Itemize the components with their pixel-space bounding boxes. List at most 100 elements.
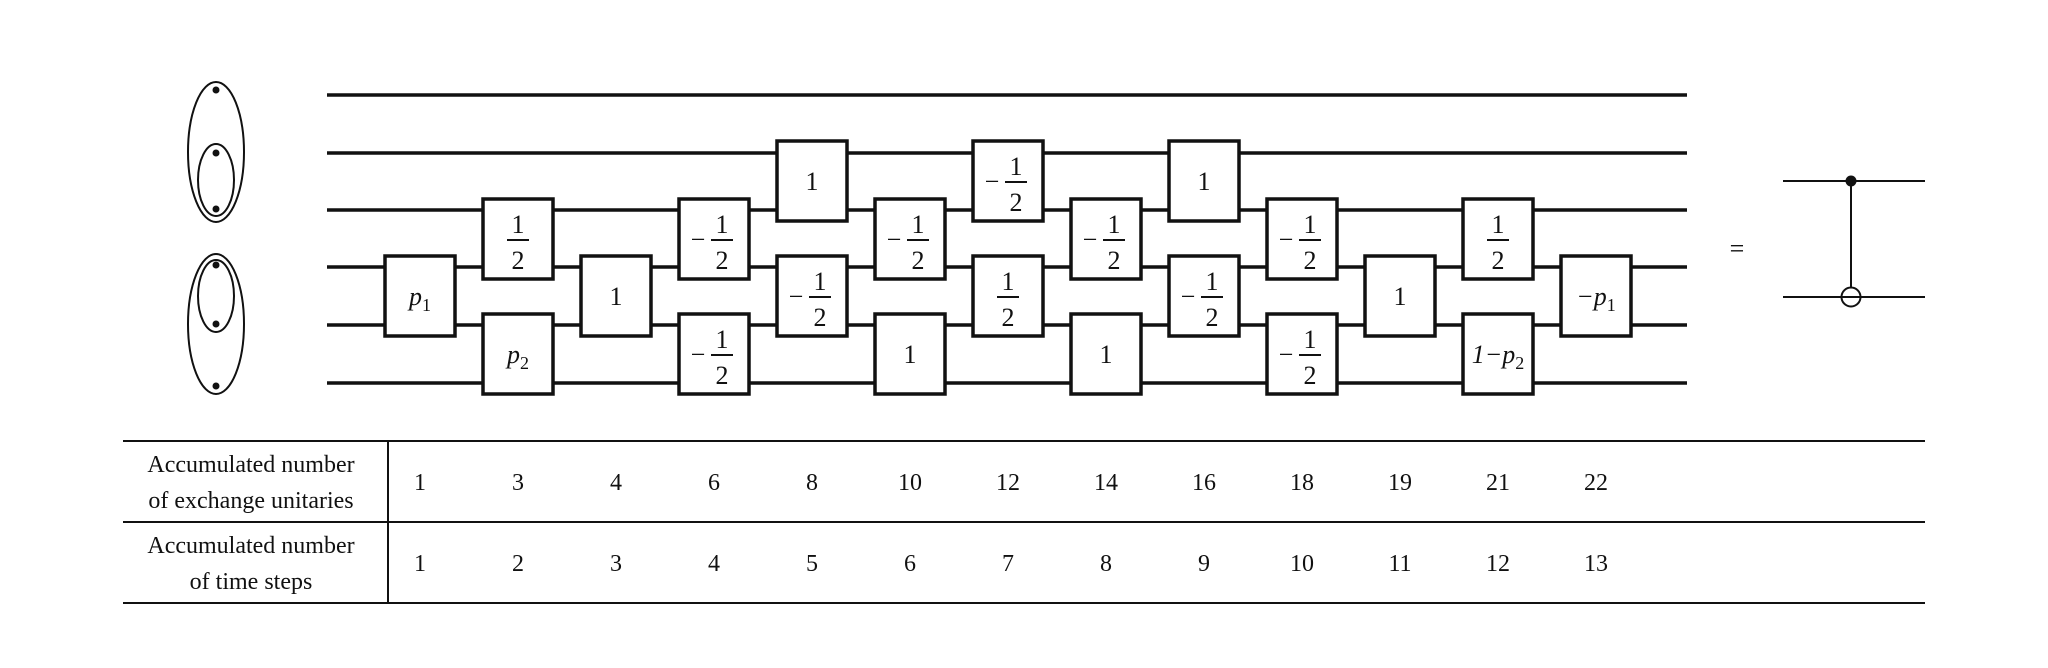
- exchange-gate: −12: [677, 312, 751, 396]
- exchange-gate: −1 2: [971, 139, 1045, 223]
- exchange-gate: 1−p2: [1461, 312, 1535, 396]
- gate-box: [1461, 312, 1535, 396]
- table-cell: 2: [512, 551, 524, 577]
- table-cell: 6: [708, 470, 720, 496]
- gate-box: [873, 312, 947, 396]
- exchange-gate: −1 2: [873, 197, 947, 281]
- table-cell: 13: [1584, 551, 1608, 577]
- table-cell: 18: [1290, 470, 1314, 496]
- gate-label: 1−p2: [1472, 340, 1525, 373]
- exchange-gate: 1: [579, 254, 653, 338]
- table-cell: 7: [1002, 551, 1014, 577]
- table-cell: 3: [512, 470, 524, 496]
- exchange-gate: 1: [1363, 254, 1437, 338]
- exchange-gate: −1 2: [1167, 254, 1241, 338]
- exchange-gate: 12: [481, 197, 555, 281]
- gate-subscript: 1: [422, 295, 431, 315]
- table-cell: 21: [1486, 470, 1510, 496]
- gate-denominator: 2: [814, 303, 827, 332]
- gate-box: [579, 254, 653, 338]
- exchange-gate: −p1: [1559, 254, 1633, 338]
- table-cell: 12: [1486, 551, 1510, 577]
- gate-label: 1: [904, 340, 917, 369]
- gate-sign: −: [1279, 340, 1294, 369]
- gate-denominator: 2: [1010, 188, 1023, 217]
- gate-symbol: p: [505, 340, 520, 369]
- table-cell: 3: [610, 551, 622, 577]
- exchange-gate: 1: [775, 139, 849, 223]
- gate-denominator: 2: [1206, 303, 1219, 332]
- gate-box: [481, 197, 555, 281]
- gate-denominator: 2: [912, 246, 925, 275]
- gate-box: [1167, 139, 1241, 223]
- gate-denominator: 2: [1304, 361, 1317, 390]
- gate-sign: −: [691, 340, 706, 369]
- gate-subscript: 2: [1515, 353, 1524, 373]
- table-cell: 10: [898, 470, 922, 496]
- cnot-control-dot: [1845, 175, 1857, 187]
- gate-symbol: −p: [1576, 282, 1607, 311]
- table-cell: 19: [1388, 470, 1412, 496]
- exchange-gate: 12: [1461, 197, 1535, 281]
- gate-numerator: 1: [1206, 267, 1219, 296]
- gate-box: [1265, 312, 1339, 396]
- exchange-gate: 1: [1069, 312, 1143, 396]
- gate-label: 1: [806, 167, 819, 196]
- row1-label-line2: of exchange unitaries: [148, 488, 353, 514]
- exchange-gate: −12: [1265, 197, 1339, 281]
- gate-box: [1559, 254, 1633, 338]
- accumulation-table: Accumulated number of exchange unitaries…: [123, 440, 1925, 604]
- table-cell: 5: [806, 551, 818, 577]
- exchange-gate: −12: [1069, 197, 1143, 281]
- gate-numerator: 1: [1002, 267, 1015, 296]
- table-cell: 11: [1388, 551, 1411, 577]
- gate-sign: −: [985, 167, 1000, 196]
- exchange-gate: 1: [1167, 139, 1241, 223]
- table-cell: 1: [414, 551, 426, 577]
- gate-subscript: 1: [1607, 295, 1616, 315]
- exchange-gate: −12: [677, 197, 751, 281]
- exchange-gate: p1: [383, 254, 457, 338]
- gate-sign: −: [1279, 225, 1294, 254]
- table-cell: 12: [996, 470, 1020, 496]
- exchange-gate: −12: [1265, 312, 1339, 396]
- table-cell: 4: [708, 551, 720, 577]
- gate-label: p1: [407, 282, 431, 315]
- gate-sign: −: [1181, 282, 1196, 311]
- table-cell: 9: [1198, 551, 1210, 577]
- table-cell: 22: [1584, 470, 1608, 496]
- gate-label: 1: [1100, 340, 1113, 369]
- table-cell: 14: [1094, 470, 1118, 496]
- qubit-encoding-diagram-top: [187, 81, 245, 223]
- gate-subscript: 2: [520, 353, 529, 373]
- gate-numerator: 1: [814, 267, 827, 296]
- gate-denominator: 2: [1002, 303, 1015, 332]
- table-cell: 6: [904, 551, 916, 577]
- gate-box: [481, 312, 555, 396]
- exchange-gates: p112p21−12−121−12−121−1212−1211−12−12−12…: [383, 139, 1633, 396]
- gate-numerator: 1: [1010, 152, 1023, 181]
- gate-numerator: 1: [912, 210, 925, 239]
- gate-box: [1363, 254, 1437, 338]
- gate-numerator: 1: [512, 210, 525, 239]
- equals-sign: =: [1730, 234, 1745, 263]
- exchange-gate: 1: [873, 312, 947, 396]
- gate-label: 1: [1394, 282, 1407, 311]
- gate-denominator: 2: [512, 246, 525, 275]
- gate-label: 1: [1198, 167, 1211, 196]
- qubit-encoding-diagram-bottom: [187, 253, 245, 395]
- gate-denominator: 2: [1492, 246, 1505, 275]
- gate-denominator: 2: [716, 246, 729, 275]
- table-cell: 1: [414, 470, 426, 496]
- exchange-gate: p2: [481, 312, 555, 396]
- gate-denominator: 2: [1108, 246, 1121, 275]
- table-cell: 10: [1290, 551, 1314, 577]
- table-cell: 8: [806, 470, 818, 496]
- cnot-gate-diagram: [1783, 175, 1925, 308]
- gate-denominator: 2: [1304, 246, 1317, 275]
- gate-numerator: 1: [716, 210, 729, 239]
- gate-sign: −: [887, 225, 902, 254]
